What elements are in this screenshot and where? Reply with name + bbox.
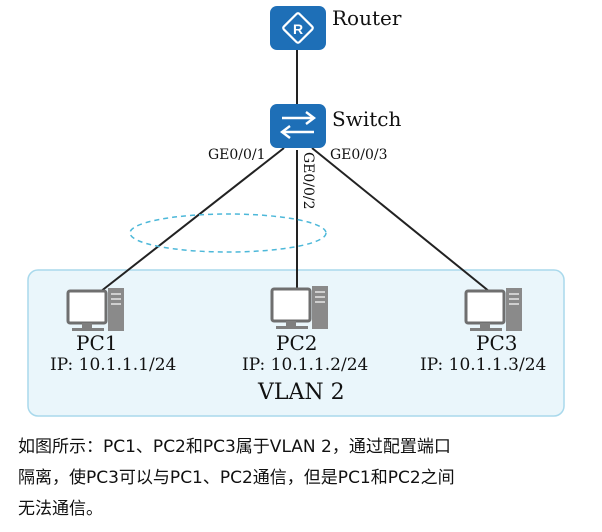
pc1-name: PC1 [76, 331, 118, 355]
vlan-label: VLAN 2 [258, 380, 345, 405]
caption-line-2: 隔离，使PC3可以与PC1、PC2通信，但是PC1和PC2之间 [18, 468, 455, 488]
port-ge0-0-3: GE0/0/3 [330, 147, 388, 163]
link-switch-pc1 [99, 147, 285, 293]
port-ge0-0-2: GE0/0/2 [300, 152, 316, 210]
caption-line-3: 无法通信。 [18, 499, 103, 519]
pc2-name: PC2 [276, 331, 318, 355]
port-ge0-0-1: GE0/0/1 [208, 147, 266, 163]
pc1-ip: IP: 10.1.1.1/24 [50, 355, 177, 375]
caption-line-1: 如图所示：PC1、PC2和PC3属于VLAN 2，通过配置端口 [18, 437, 451, 457]
switch-icon [270, 104, 326, 148]
pc3-icon [464, 288, 522, 331]
router-icon: R [270, 6, 326, 50]
pc1-icon [66, 288, 124, 331]
network-diagram: R [27, 6, 565, 417]
port-isolation-ring [129, 213, 327, 253]
switch-label: Switch [332, 107, 402, 131]
pc2-icon [270, 286, 328, 329]
router-label: Router [332, 6, 402, 30]
pc3-ip: IP: 10.1.1.3/24 [420, 355, 547, 375]
caption: 如图所示：PC1、PC2和PC3属于VLAN 2，通过配置端口 隔离，使PC3可… [18, 432, 588, 525]
svg-text:R: R [293, 21, 303, 37]
link-switch-pc3 [311, 147, 491, 293]
pc2-ip: IP: 10.1.1.2/24 [242, 355, 369, 375]
pc3-name: PC3 [476, 331, 518, 355]
